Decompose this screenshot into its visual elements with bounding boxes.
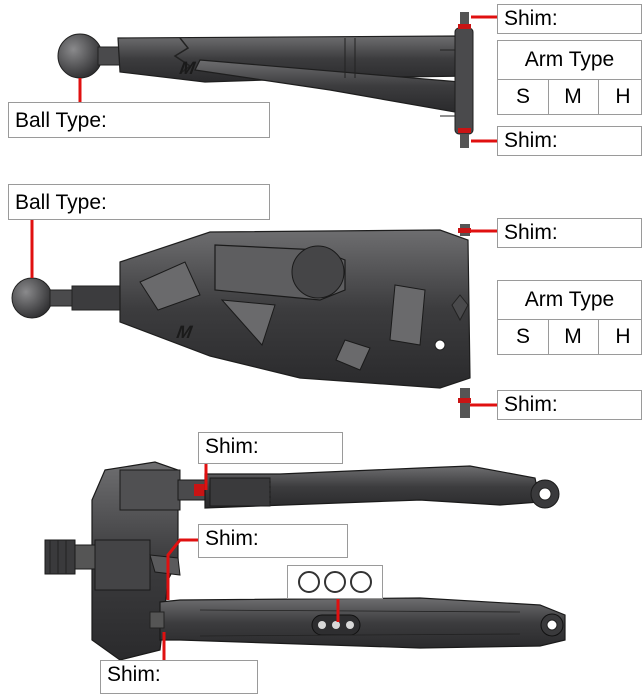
arm-type-s-option[interactable]: S: [498, 320, 549, 354]
shim-label-text: Shim:: [205, 435, 259, 458]
ball-type-label-text: Ball Type:: [15, 109, 107, 132]
shim-label-text: Shim:: [504, 7, 558, 30]
arm-type-m-option[interactable]: M: [548, 320, 599, 354]
upper-a-arm: M: [57, 12, 474, 148]
shim-label-text: Shim:: [107, 663, 161, 686]
shim-label-upper-top: Shim:: [497, 4, 642, 34]
arm-type-selector-upper: Arm Type S M H: [497, 40, 642, 115]
arm-type-s-option[interactable]: S: [498, 80, 549, 114]
arm-type-title: Arm Type: [498, 281, 641, 320]
ball-type-label-lower: Ball Type:: [8, 184, 270, 220]
shim-label-text: Shim:: [205, 527, 259, 550]
hole-option-1[interactable]: [298, 571, 320, 593]
lower-link-arm: [149, 597, 566, 649]
lower-a-arm: M: [11, 224, 471, 418]
arm-type-h-option[interactable]: H: [615, 85, 631, 108]
svg-text:M: M: [174, 322, 196, 342]
arm-type-m-option[interactable]: M: [548, 80, 599, 114]
hole-position-selector: [287, 565, 383, 599]
shim-label-text: Shim:: [504, 393, 558, 416]
shim-label-lower-bottom: Shim:: [497, 390, 642, 420]
shim-label-upper-link: Shim:: [198, 432, 343, 464]
shim-label-knuckle: Shim:: [198, 524, 348, 558]
shim-label-text: Shim:: [504, 221, 558, 244]
shim-label-lower-link: Shim:: [100, 660, 258, 694]
shim-label-lower-top: Shim:: [497, 218, 642, 248]
svg-text:M: M: [177, 58, 199, 78]
knuckle-assembly: [44, 461, 207, 661]
ball-type-label-text: Ball Type:: [15, 191, 107, 214]
hole-option-2[interactable]: [324, 571, 346, 593]
upper-ball-joint: [57, 33, 103, 79]
upper-link-arm: [204, 465, 560, 509]
shim-label-upper-bottom: Shim:: [497, 126, 642, 156]
hole-option-3[interactable]: [350, 571, 372, 593]
arm-type-h-option[interactable]: H: [615, 325, 631, 348]
arm-type-selector-lower: Arm Type S M H: [497, 280, 642, 355]
ball-type-label-upper: Ball Type:: [8, 102, 270, 138]
lower-ball-joint: [11, 277, 53, 319]
arm-type-title: Arm Type: [498, 41, 641, 80]
shim-label-text: Shim:: [504, 129, 558, 152]
